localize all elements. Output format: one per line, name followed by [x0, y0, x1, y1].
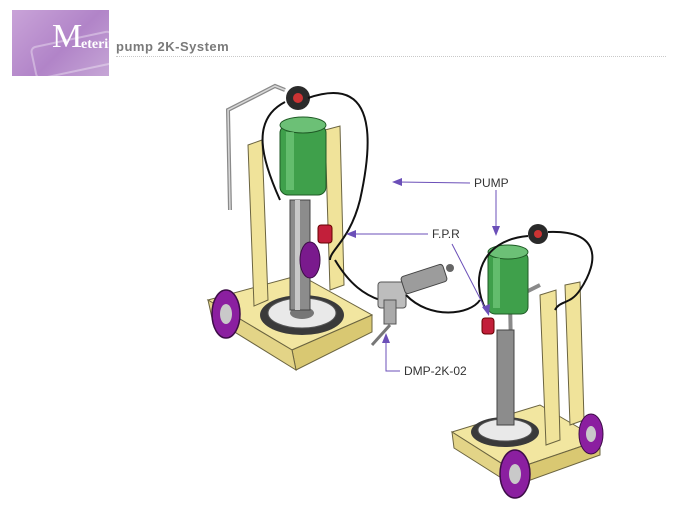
dmp-label: DMP-2K-02	[404, 364, 467, 378]
right-cart	[450, 224, 604, 499]
header-divider	[116, 56, 666, 57]
header-logo-box: M etering	[12, 10, 109, 76]
header-subtitle: pump 2K-System	[116, 39, 230, 54]
callout-arrows	[346, 178, 500, 372]
pump-label: PUMP	[474, 176, 509, 190]
fpr-label: F.P.R	[432, 227, 460, 241]
left-cart	[206, 83, 374, 372]
header-big-letter: M	[52, 18, 83, 55]
header-title-small: etering	[81, 37, 109, 52]
dmp-mixer	[334, 259, 481, 347]
